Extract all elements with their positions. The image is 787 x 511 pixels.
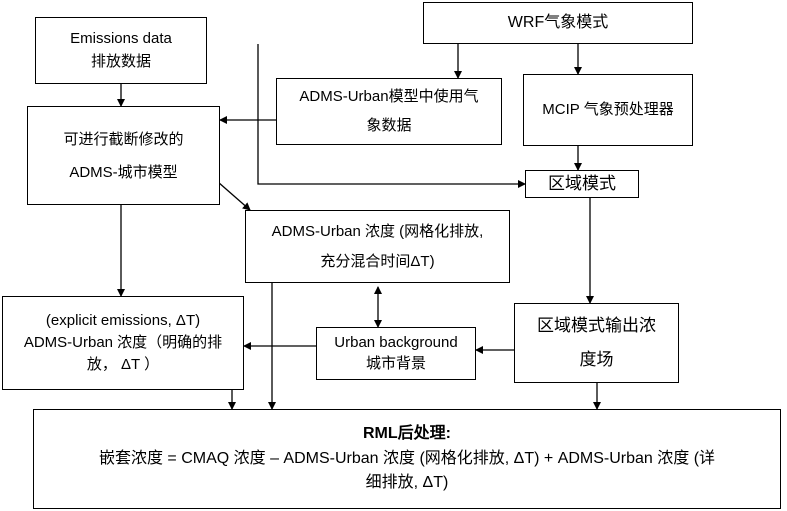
explicit-emissions-box: (explicit emissions, ΔT) ADMS-Urban 浓度（明… [2,296,244,390]
adms-model-line1: 可进行截断修改的 [63,130,184,148]
emissions-line1: Emissions data [70,30,172,47]
regional-output-box: 区域模式输出浓 度场 [514,303,679,383]
adms-met-data-box: ADMS-Urban模型中使用气 象数据 [276,78,502,145]
adms-met-line1: ADMS-Urban模型中使用气 [299,88,479,105]
adms-concentration-box: ADMS-Urban 浓度 (网格化排放, 充分混合时间ΔT) [245,210,510,283]
urban-bg-line2: 城市背景 [365,354,426,372]
arrow-adms-model-to-adms-conc [217,181,251,211]
adms-model-line2: ADMS-城市模型 [69,163,178,181]
regional-line1: 区域模式 [548,174,616,194]
emissions-line2: 排放数据 [90,52,151,70]
explicit-line3: 放， ΔT ） [86,355,160,373]
rml-postprocess-box: RML后处理: 嵌套浓度 = CMAQ 浓度 – ADMS-Urban 浓度 (… [33,409,781,509]
adms-model-box: 可进行截断修改的 ADMS-城市模型 [27,106,220,205]
regional-out-line1: 区域模式输出浓 [537,316,656,335]
arrow-emissions-to-regional [257,44,526,188]
adms-conc-line1: ADMS-Urban 浓度 (网格化排放, [271,222,484,240]
explicit-line2: ADMS-Urban 浓度（明确的排 [23,334,223,352]
mcip-line1: MCIP 气象预处理器 [542,100,674,118]
explicit-line1: (explicit emissions, ΔT) [45,312,201,330]
rml-line1: 嵌套浓度 = CMAQ 浓度 – ADMS-Urban 浓度 (网格化排放, Δ… [98,449,716,467]
rml-line2: 细排放, ΔT) [365,474,449,492]
regional-out-line2: 度场 [579,350,614,369]
regional-model-box: 区域模式 [525,170,639,198]
adms-conc-line2: 充分混合时间ΔT) [320,252,435,270]
urban-background-box: Urban background 城市背景 [316,327,476,380]
adms-met-line2: 象数据 [366,116,412,134]
wrf-box: WRF气象模式 [423,2,693,44]
mcip-box: MCIP 气象预处理器 [523,74,693,146]
urban-bg-line1: Urban background [334,334,458,352]
wrf-line1: WRF气象模式 [507,14,609,31]
rml-title: RML后处理: [363,424,451,442]
emissions-data-box: Emissions data 排放数据 [35,17,207,84]
